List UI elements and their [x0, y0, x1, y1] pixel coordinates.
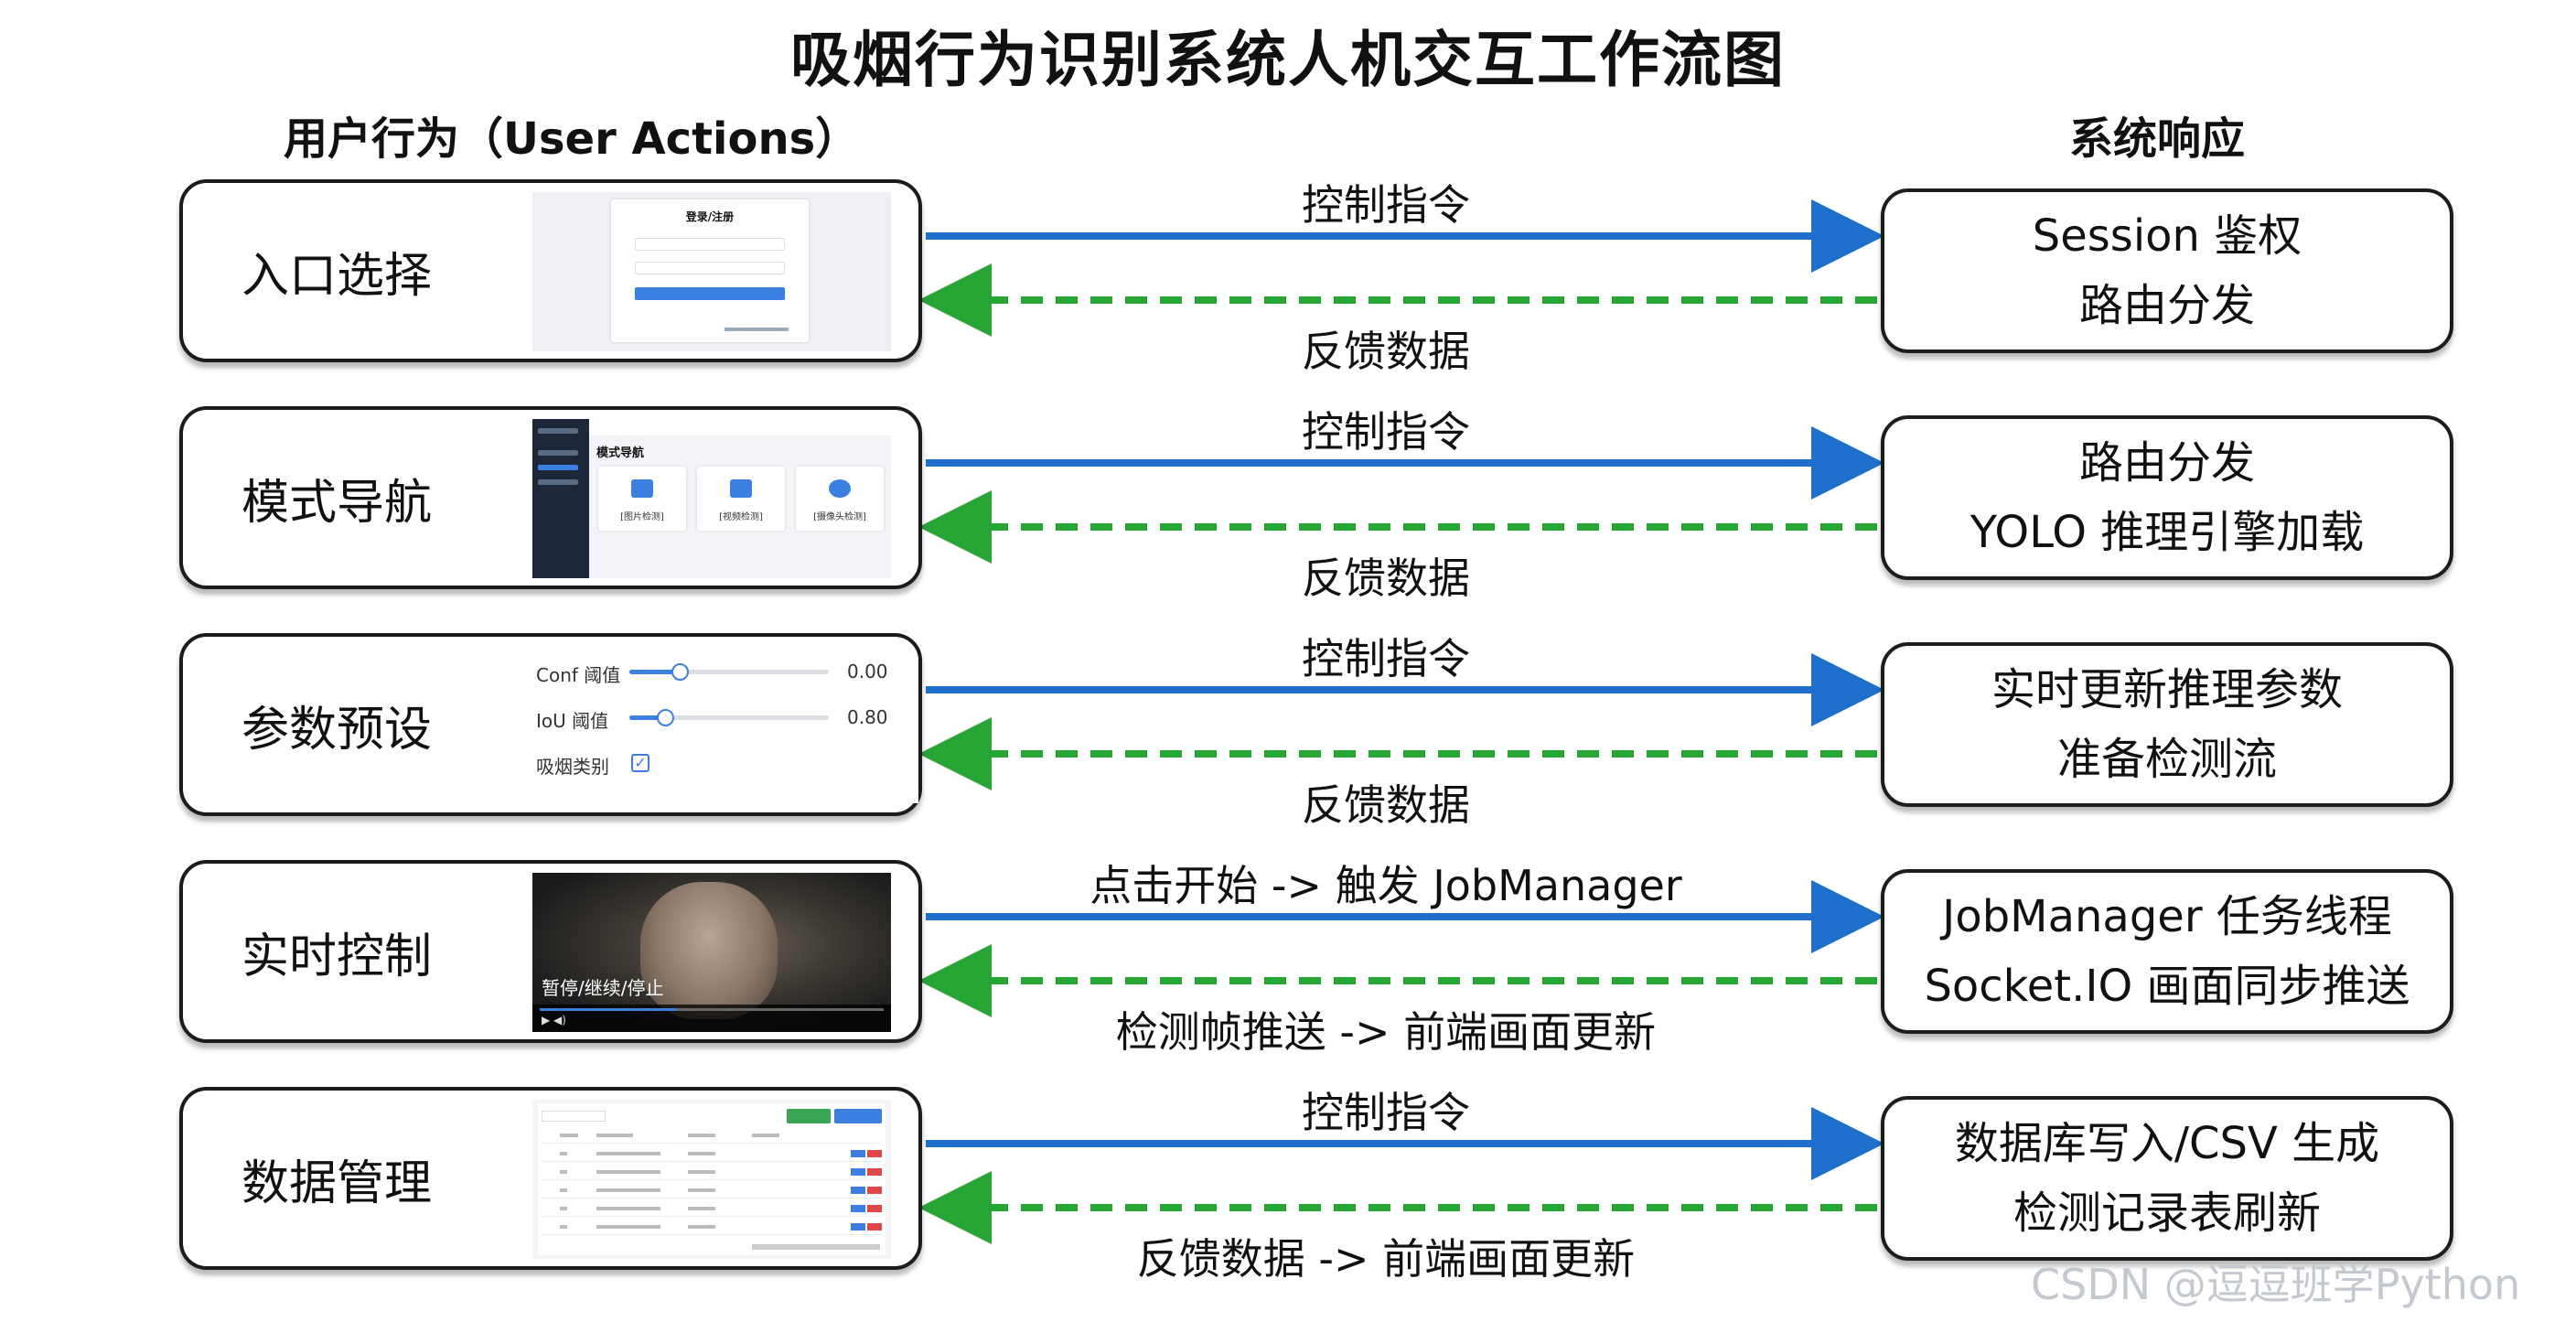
- nav-header: [589, 419, 891, 435]
- password-field: [635, 262, 785, 274]
- conf-slider-fill: [629, 670, 680, 674]
- check-icon: ✓: [631, 754, 649, 772]
- mode-nav-screenshot-thumbnail: 模式导航 [图片检测] [视频检测] [摄像头检测]: [532, 419, 891, 578]
- refresh-button: [834, 1109, 882, 1123]
- username-field: [635, 238, 785, 251]
- export-csv-button: [787, 1109, 831, 1123]
- user-action-box-params: 参数预设 Conf 阈值 0.00 IoU 阈值 0.80 吸烟类别 ✓: [179, 633, 922, 816]
- system-response-box-params: 实时更新推理参数 准备检测流: [1881, 642, 2453, 807]
- feedback-arrow-label: 检测帧推送 -> 前端画面更新: [1115, 1007, 1657, 1057]
- params-screenshot-thumbnail: Conf 阈值 0.00 IoU 阈值 0.80 吸烟类别 ✓: [534, 657, 918, 803]
- register-link: [724, 328, 789, 331]
- system-response-box-data-mgmt: 数据库写入/CSV 生成 检测记录表刷新: [1881, 1096, 2453, 1261]
- video-control-bar: ▶ ◀): [532, 1005, 891, 1032]
- search-input: [542, 1111, 606, 1122]
- response-line: Socket.IO 画面同步推送: [1924, 961, 2410, 1012]
- iou-slider-fill: [629, 715, 666, 720]
- login-screenshot-thumbnail: 登录/注册: [532, 192, 891, 351]
- feedback-arrow-label: 反馈数据 -> 前端画面更新: [1136, 1234, 1636, 1284]
- control-arrow-label: 控制指令: [1302, 634, 1470, 683]
- system-response-header: 系统响应: [2069, 113, 2246, 165]
- login-card-title: 登录/注册: [685, 210, 735, 223]
- nav-sidebar: [532, 419, 589, 578]
- feedback-arrow-label: 反馈数据: [1302, 780, 1470, 830]
- user-action-box-mode-nav: 模式导航 模式导航 [图片检测] [视频检测] [摄像头检测]: [179, 406, 922, 589]
- card-label: [图片检测]: [620, 512, 664, 522]
- video-icon: [730, 479, 752, 498]
- camera-detect-card: [摄像头检测]: [796, 467, 884, 531]
- iou-slider: [629, 709, 829, 726]
- video-caption: 暂停/继续/停止: [542, 977, 664, 999]
- conf-slider-knob: [671, 663, 689, 681]
- user-actions-header: 用户行为（User Actions）: [284, 113, 860, 165]
- system-response-box-mode-nav: 路由分发 YOLO 推理引擎加载: [1881, 415, 2453, 580]
- records-table: [538, 1103, 886, 1255]
- sidebar-item: [538, 479, 578, 485]
- table-row: [542, 1219, 882, 1235]
- conf-value: 0.00: [847, 661, 888, 682]
- mode-nav-title: 模式导航: [596, 446, 645, 460]
- play-icon: ▶ ◀): [542, 1014, 566, 1026]
- table-row: [542, 1200, 882, 1217]
- user-action-label: 模式导航: [242, 475, 433, 531]
- table-header-row: [542, 1127, 882, 1144]
- smoker-figure: [640, 882, 778, 1019]
- control-arrow-label: 控制指令: [1302, 1088, 1470, 1137]
- feedback-arrow-label: 反馈数据: [1302, 327, 1470, 376]
- image-detect-card: [图片检测]: [598, 467, 686, 531]
- iou-slider-knob: [657, 709, 675, 726]
- response-line: 检测记录表刷新: [2012, 1188, 2321, 1239]
- user-action-label: 数据管理: [242, 1155, 433, 1211]
- table-row: [542, 1182, 882, 1198]
- card-label: [摄像头检测]: [813, 512, 866, 522]
- sidebar-item: [538, 450, 578, 456]
- control-arrow-label: 控制指令: [1302, 407, 1470, 457]
- sidebar-item: [538, 428, 578, 434]
- response-line: 实时更新推理参数: [1991, 664, 2343, 715]
- conf-label: Conf 阈值: [536, 664, 621, 686]
- card-label: [视频检测]: [719, 512, 763, 522]
- user-action-label: 参数预设: [242, 702, 433, 758]
- pagination: [752, 1244, 880, 1250]
- user-action-box-entry: 入口选择 登录/注册: [179, 179, 922, 362]
- response-line: 路由分发: [2078, 437, 2255, 489]
- conf-slider: [629, 663, 829, 681]
- login-button: [635, 287, 785, 300]
- user-action-label: 入口选择: [242, 248, 433, 304]
- user-action-box-realtime: 实时控制 暂停/继续/停止 ▶ ◀): [179, 860, 922, 1043]
- response-line: 准备检测流: [2056, 734, 2277, 785]
- class-checkbox-row: 吸烟类别 ✓: [534, 748, 918, 778]
- control-arrow-label: 控制指令: [1302, 180, 1470, 230]
- table-row: [542, 1164, 882, 1180]
- user-action-box-data-mgmt: 数据管理: [179, 1087, 922, 1270]
- sidebar-item-active: [538, 465, 578, 470]
- conf-slider-row: Conf 阈值 0.00: [534, 657, 918, 686]
- iou-label: IoU 阈值: [536, 710, 609, 732]
- table-row: [542, 1145, 882, 1162]
- control-arrow-label: 点击开始 -> 触发 JobManager: [1089, 861, 1682, 910]
- watermark: CSDN @逗逗班学Python: [2031, 1260, 2521, 1309]
- system-response-box-entry: Session 鉴权 路由分发: [1881, 188, 2453, 353]
- login-card: 登录/注册: [611, 199, 809, 342]
- response-line: JobManager 任务线程: [1942, 891, 2392, 942]
- user-action-label: 实时控制: [242, 929, 433, 984]
- class-label: 吸烟类别: [536, 756, 609, 778]
- response-line: Session 鉴权: [2032, 210, 2302, 262]
- video-screenshot-thumbnail: 暂停/继续/停止 ▶ ◀): [532, 873, 891, 1032]
- iou-value: 0.80: [847, 706, 888, 728]
- response-line: YOLO 推理引擎加载: [1970, 507, 2365, 558]
- feedback-arrow-label: 反馈数据: [1302, 554, 1470, 603]
- image-icon: [631, 479, 653, 498]
- table-screenshot-thumbnail: [532, 1100, 891, 1259]
- video-detect-card: [视频检测]: [697, 467, 785, 531]
- camera-icon: [829, 479, 851, 498]
- system-response-box-realtime: JobManager 任务线程 Socket.IO 画面同步推送: [1881, 869, 2453, 1034]
- video-progress: [540, 1008, 884, 1011]
- iou-slider-row: IoU 阈值 0.80: [534, 703, 918, 732]
- response-line: 路由分发: [2078, 280, 2255, 331]
- diagram-title: 吸烟行为识别系统人机交互工作流图: [790, 25, 1786, 95]
- response-line: 数据库写入/CSV 生成: [1954, 1118, 2380, 1169]
